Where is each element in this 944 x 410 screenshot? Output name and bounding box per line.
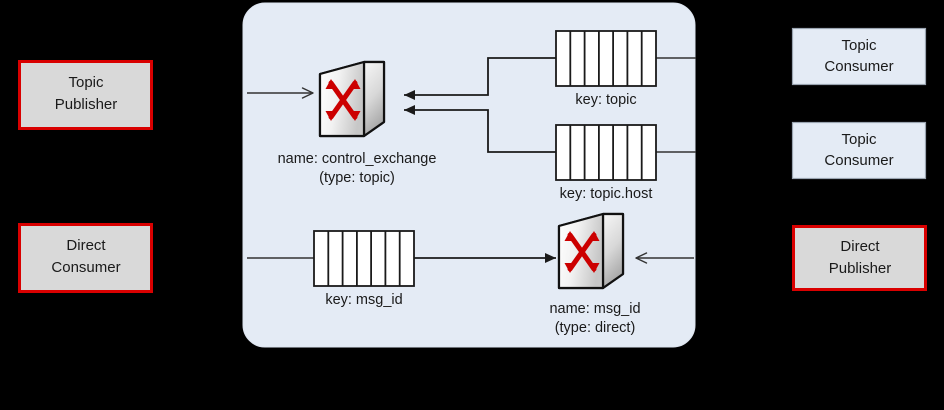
msg-id-exchange-name: name: msg_id	[549, 301, 640, 317]
queue-topic-label: key: topic	[575, 92, 636, 108]
node-direct-consumer-label-2: Consumer	[51, 259, 120, 276]
node-direct-consumer-box	[18, 223, 153, 293]
node-topic-consumer-1[interactable]: Topic Consumer	[791, 27, 927, 86]
queue-msg-id-label: key: msg_id	[325, 292, 402, 308]
node-topic-consumer-1-box	[791, 27, 927, 86]
queue-topic[interactable]: key: topic	[555, 30, 657, 108]
queue-topic-host[interactable]: key: topic.host	[555, 124, 657, 202]
queue-topic-host-cells	[569, 125, 643, 180]
node-direct-consumer-label-1: Direct	[66, 237, 106, 254]
node-direct-publisher-label-1: Direct	[840, 238, 880, 255]
queue-topic-host-body	[555, 124, 657, 181]
node-topic-consumer-1-label-2: Consumer	[824, 58, 893, 75]
msg-id-exchange[interactable]: name: msg_id (type: direct)	[549, 214, 641, 336]
queue-msg-id-body	[313, 230, 415, 287]
control-exchange-type: (type: topic)	[319, 170, 395, 186]
msg-id-exchange-type: (type: direct)	[555, 320, 636, 336]
node-topic-consumer-1-label-1: Topic	[841, 37, 877, 54]
node-topic-publisher-label-1: Topic	[68, 74, 104, 91]
edge-queue-topic-host-to-exchange	[404, 105, 556, 153]
control-exchange-name: name: control_exchange	[278, 151, 437, 167]
node-direct-publisher-label-2: Publisher	[829, 260, 892, 277]
node-topic-publisher-label-2: Publisher	[55, 96, 118, 113]
node-direct-consumer[interactable]: Direct Consumer	[18, 223, 153, 293]
node-topic-publisher-box	[18, 60, 153, 130]
exchange-icon	[559, 214, 623, 288]
queue-topic-cells	[569, 31, 643, 86]
control-exchange[interactable]: name: control_exchange (type: topic)	[278, 62, 437, 186]
queue-msg-id-cells	[327, 231, 401, 286]
node-topic-consumer-2[interactable]: Topic Consumer	[791, 121, 927, 180]
node-direct-publisher[interactable]: Direct Publisher	[792, 225, 927, 291]
queue-msg-id[interactable]: key: msg_id	[313, 230, 415, 308]
queue-topic-host-label: key: topic.host	[560, 186, 653, 202]
node-direct-publisher-box	[792, 225, 927, 291]
queue-topic-body	[555, 30, 657, 87]
edge-queue-topic-to-exchange	[404, 57, 556, 100]
node-topic-consumer-2-label-1: Topic	[841, 131, 877, 148]
node-topic-publisher[interactable]: Topic Publisher	[18, 60, 153, 130]
node-topic-consumer-2-box	[791, 121, 927, 180]
exchange-icon	[320, 62, 384, 136]
node-topic-consumer-2-label-2: Consumer	[824, 152, 893, 169]
